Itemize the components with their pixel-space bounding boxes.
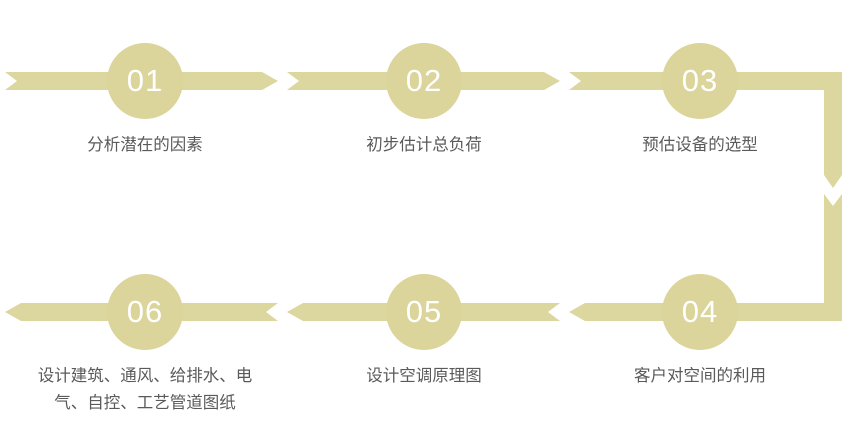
step-label-01: 分析潜在的因素: [87, 135, 203, 154]
step-number-04: 04: [681, 294, 719, 329]
step-circle-06: [107, 274, 183, 350]
step-circle-01: [107, 43, 183, 119]
step-circle-04: [662, 274, 738, 350]
step-label-05: 设计空调原理图: [366, 366, 482, 385]
step-number-05: 05: [405, 294, 443, 329]
step-number-02: 02: [405, 63, 443, 98]
step-label-02: 初步估计总负荷: [366, 135, 482, 154]
step-label-06: 设计建筑、通风、给排水、电气、自控、工艺管道图纸: [37, 366, 253, 412]
step-label-03: 预估设备的选型: [642, 135, 758, 154]
vertical-connector-arrow: [824, 72, 842, 312]
step-circle-03: [662, 43, 738, 119]
step-number-06: 06: [126, 294, 164, 329]
step-number-03: 03: [681, 63, 719, 98]
step-number-01: 01: [126, 63, 164, 98]
step-label-04: 客户对空间的利用: [634, 366, 766, 385]
step-circle-05: [386, 274, 462, 350]
step-circle-02: [386, 43, 462, 119]
